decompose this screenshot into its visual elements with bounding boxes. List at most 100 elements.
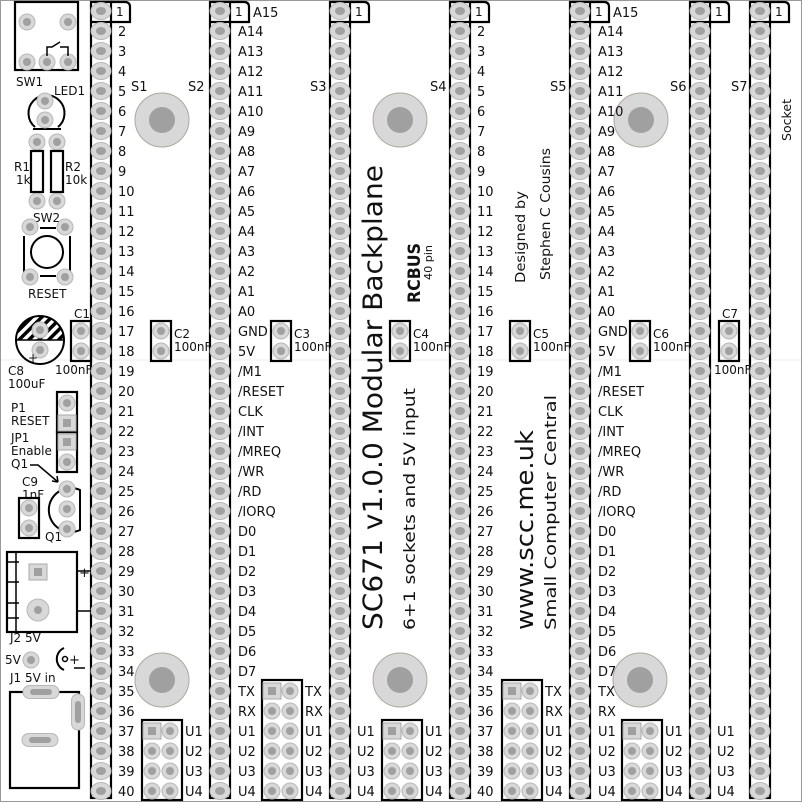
pad: [401, 762, 419, 780]
pin-number: 39: [477, 765, 494, 780]
pad: [281, 762, 299, 780]
pad-hole: [166, 747, 174, 755]
pad: [209, 422, 231, 440]
pad-hole: [575, 507, 585, 515]
pad-hole: [335, 527, 345, 535]
pad-hole: [755, 27, 765, 35]
pad: [329, 322, 351, 340]
pad-hole: [508, 787, 516, 795]
pad: [749, 62, 771, 80]
pad: [329, 482, 351, 500]
jumper-label: RX: [305, 705, 323, 720]
pin-number: 12: [477, 225, 494, 240]
pad: [521, 742, 539, 760]
pad-hole: [96, 667, 106, 675]
pad-hole: [575, 67, 585, 75]
capacitor-outline: [628, 319, 652, 363]
signal-label: U4: [598, 785, 616, 800]
pad: [263, 722, 281, 740]
pad-hole: [695, 487, 705, 495]
pad-hole: [335, 747, 345, 755]
pad-hole: [63, 458, 71, 466]
capacitor-value: 100nF: [653, 340, 691, 354]
r2-value: 10k: [65, 173, 87, 187]
pin-number: 12: [118, 225, 135, 240]
pad: [449, 362, 471, 380]
pad-hole: [755, 227, 765, 235]
pin-number: 7: [477, 125, 485, 140]
pad-hole: [695, 107, 705, 115]
pad-hole: [268, 687, 276, 695]
slot-inner: [29, 737, 51, 743]
pad: [569, 102, 591, 120]
pad-hole: [455, 627, 465, 635]
pad: [161, 762, 179, 780]
jumper-label: U4: [305, 785, 323, 800]
pad: [569, 282, 591, 300]
pad: [209, 82, 231, 100]
pad-hole: [268, 787, 276, 795]
pad-hole: [516, 347, 524, 355]
pad-hole: [63, 419, 71, 427]
pad: [689, 482, 711, 500]
pad-hole: [755, 747, 765, 755]
signal-label: A13: [238, 45, 263, 60]
signal-label: /IORQ: [238, 505, 276, 520]
pad-hole: [455, 387, 465, 395]
pad-hole: [286, 747, 294, 755]
pad-hole: [335, 247, 345, 255]
pad: [449, 102, 471, 120]
jumper-label: TX: [304, 685, 322, 700]
pin-number: 8: [118, 145, 126, 160]
pad: [90, 202, 112, 220]
pad-hole: [455, 287, 465, 295]
signal-label: /IORQ: [598, 505, 636, 520]
pad-hole: [755, 287, 765, 295]
pad: [59, 53, 77, 71]
pad-hole: [25, 504, 33, 512]
pad-hole: [455, 367, 465, 375]
pad-hole: [166, 787, 174, 795]
pad: [449, 262, 471, 280]
pad-hole: [388, 747, 396, 755]
pad: [689, 522, 711, 540]
pad-hole: [148, 767, 156, 775]
pad: [401, 742, 419, 760]
pad-hole: [335, 27, 345, 35]
pad-hole: [646, 747, 654, 755]
pad: [143, 782, 161, 800]
p1-label: RESET: [11, 414, 50, 428]
capacitor-value: 100nF: [174, 340, 212, 354]
pin-number: 35: [477, 685, 494, 700]
pad: [749, 2, 771, 20]
pad: [569, 262, 591, 280]
dc-jack-center: [61, 655, 69, 663]
pad-hole: [64, 58, 72, 66]
pad-hole: [575, 627, 585, 635]
pad-hole: [268, 747, 276, 755]
signal-label: /INT: [238, 425, 264, 440]
pad: [569, 422, 591, 440]
pad: [689, 122, 711, 140]
capacitor-outline: [508, 319, 532, 363]
pad: [720, 342, 738, 360]
jp1-label: Enable: [11, 444, 52, 458]
pad: [631, 322, 649, 340]
pad: [641, 782, 659, 800]
pad: [689, 182, 711, 200]
pad-hole: [575, 227, 585, 235]
pad: [569, 602, 591, 620]
pad-hole: [755, 587, 765, 595]
pin1-tab: [570, 0, 611, 24]
pin-number: 35: [118, 685, 135, 700]
pad: [90, 302, 112, 320]
pad-hole: [96, 707, 106, 715]
pad: [749, 562, 771, 580]
capacitor-outline: [269, 319, 293, 363]
signal-label: D0: [238, 525, 256, 540]
pin1-marker: 1: [595, 5, 603, 19]
pad-hole: [96, 207, 106, 215]
pad: [281, 782, 299, 800]
pad: [18, 53, 36, 71]
pad-hole: [455, 647, 465, 655]
